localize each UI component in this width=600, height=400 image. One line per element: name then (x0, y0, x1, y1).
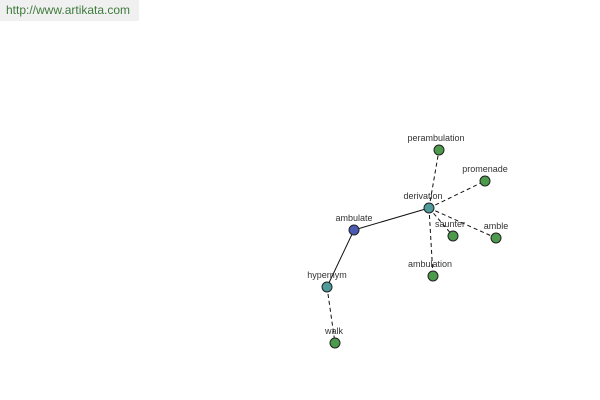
node-label-perambulation[interactable]: perambulation (407, 133, 464, 143)
node-walk[interactable] (329, 337, 341, 349)
edge-derivation-ambulation (428, 207, 434, 277)
node-amble[interactable] (490, 232, 502, 244)
node-label-hypernym[interactable]: hypernym (307, 270, 347, 280)
edge-hypernym-walk (326, 286, 336, 344)
edge-ambulate-hypernym (326, 229, 355, 288)
node-promenade[interactable] (479, 175, 491, 187)
node-label-ambulation[interactable]: ambulation (408, 259, 452, 269)
node-ambulate[interactable] (348, 224, 360, 236)
graph-labels: ambulate derivation hypernym perambulation p… (307, 133, 508, 336)
node-label-saunter[interactable]: saunter (435, 219, 465, 229)
node-label-promenade[interactable]: promenade (462, 164, 508, 174)
edge-derivation-saunter (428, 207, 454, 237)
node-saunter[interactable] (447, 230, 459, 242)
node-label-walk[interactable]: walk (324, 326, 344, 336)
node-perambulation[interactable] (433, 144, 445, 156)
graph-edges (326, 149, 497, 344)
graph-nodes (321, 144, 502, 349)
node-hypernym[interactable] (321, 281, 333, 293)
node-label-ambulate[interactable]: ambulate (335, 213, 372, 223)
node-derivation[interactable] (423, 202, 435, 214)
edge-derivation-amble (428, 207, 497, 239)
edge-derivation-perambulation (428, 149, 440, 209)
source-url[interactable]: http://www.artikata.com (0, 0, 139, 21)
node-label-amble[interactable]: amble (484, 221, 509, 231)
edge-ambulate-derivation (353, 207, 430, 231)
node-label-derivation[interactable]: derivation (403, 191, 442, 201)
edge-derivation-promenade (428, 180, 486, 209)
node-ambulation[interactable] (427, 270, 439, 282)
